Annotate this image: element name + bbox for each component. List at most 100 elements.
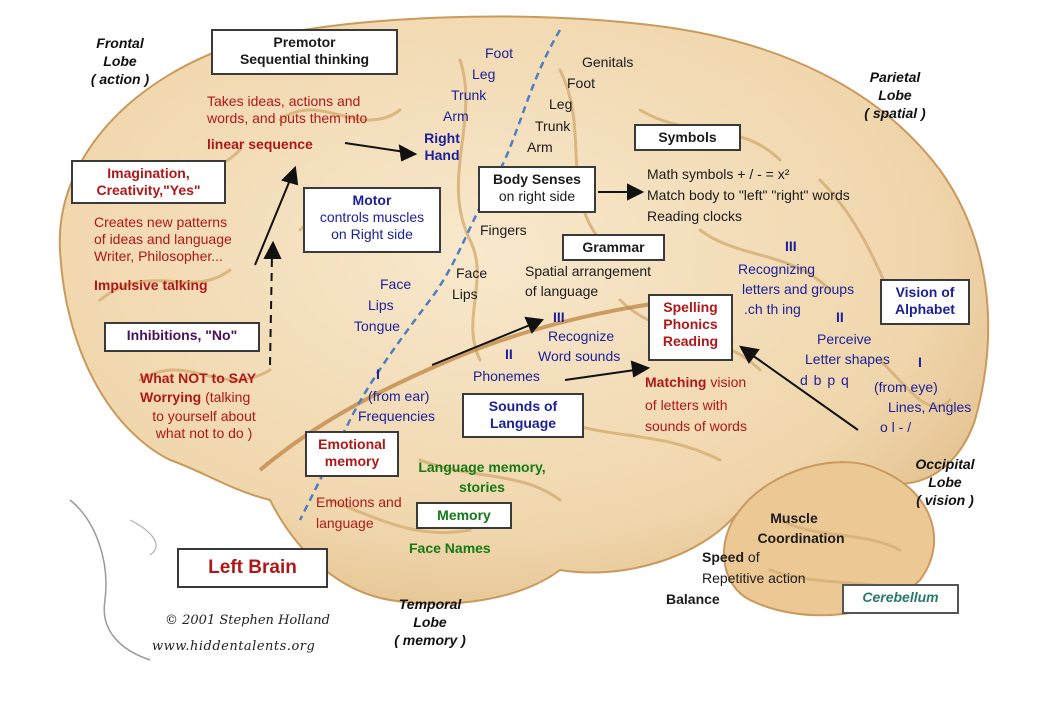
symbols-box: Symbols	[634, 124, 741, 151]
premotor-title: Premotor	[273, 34, 336, 50]
matching-description: of letters with sounds of words	[645, 395, 747, 437]
motor-trunk-label: Trunk	[451, 87, 487, 103]
right-hand-line-2: Hand	[424, 147, 460, 163]
speed-line: Speed of	[702, 549, 760, 566]
temporal-lobe-word: Lobe	[413, 614, 447, 630]
sensory-foot-label: Foot	[567, 75, 596, 91]
emotions-language-label: Emotions and language	[316, 492, 402, 534]
symbols-desc-line-2: Match body to "left" "right" words	[647, 187, 850, 203]
alphabet-title: Alphabet	[895, 301, 955, 317]
arrow-vision-to-spelling	[751, 354, 859, 431]
recognizing-line-2: letters and groups	[742, 281, 855, 297]
premotor-desc-line-1: Takes ideas, actions and	[207, 93, 361, 109]
auditory-area-iii: III	[553, 309, 565, 325]
recognize-word-sounds: Recognize Word sounds	[538, 326, 620, 366]
balance-label: Balance	[666, 591, 720, 607]
vision-title: Vision of	[895, 284, 955, 300]
letters-dbpq: d b p q	[800, 372, 850, 388]
linear-sequence-label: linear sequence	[207, 136, 313, 152]
inhibitions-box: Inhibitions, "No"	[104, 322, 260, 352]
motor-line-1: controls muscles	[319, 209, 425, 225]
sounds-title: Sounds of	[488, 398, 558, 414]
cerebellum-shape	[723, 461, 936, 617]
temporal-lobe-name: Temporal	[398, 596, 462, 612]
imagination-desc-line-2: of ideas and language	[94, 231, 232, 247]
grammar-desc-line-1: Spatial arrangement	[525, 263, 652, 279]
grammar-desc-line-2: of language	[525, 283, 599, 299]
parietal-lobe-label: Parietal Lobe ( spatial )	[840, 68, 950, 122]
arrow-to-spelling	[564, 369, 636, 381]
speed-label: Speed	[702, 549, 745, 565]
language-memory-line-2: stories	[459, 479, 505, 495]
copyright-label: © 2001 Stephen Holland	[165, 613, 330, 628]
temporal-lobe-function: ( memory )	[394, 632, 466, 648]
matching-desc-line-2: sounds of words	[645, 418, 747, 434]
frontal-lobe-name: Frontal	[96, 35, 144, 51]
visual-area-ii: II	[836, 309, 844, 325]
from-ear-line-1: (from ear)	[368, 388, 430, 404]
from-eye-description: (from eye) Lines, Angles o l - /	[874, 377, 971, 437]
worrying-description: to yourself about what not to do )	[140, 408, 268, 442]
spelling-box: Spelling Phonics Reading	[648, 294, 733, 361]
repetitive-action-label: Repetitive action	[702, 570, 806, 586]
website-label: www.hiddentalents.org	[152, 639, 316, 654]
frontal-lobe-function: ( action )	[90, 71, 150, 87]
right-hand-label: Right Hand	[418, 130, 466, 164]
auditory-area-i: I	[376, 366, 380, 382]
imagination-subtitle: Creativity,"Yes"	[96, 182, 201, 198]
recognizing-line-1: Recognizing	[738, 261, 816, 277]
arrow-inhibitions-dashed	[269, 254, 273, 366]
sensory-genitals-label: Genitals	[582, 54, 634, 70]
perceive-letters: Perceive Letter shapes	[805, 329, 890, 369]
auditory-area-ii: II	[505, 346, 513, 362]
matching-label: Matching	[645, 374, 707, 390]
memory-box: Memory	[416, 502, 512, 529]
sensory-arm-label: Arm	[527, 139, 553, 155]
matching-desc-line-1: of letters with	[645, 397, 728, 413]
occipital-lobe-name: Occipital	[915, 456, 975, 472]
memory-title: Memory	[437, 507, 491, 523]
face-profile	[69, 499, 151, 661]
recognize-label: Recognize	[548, 328, 615, 344]
arrows	[254, 142, 859, 431]
cerebellum-box: Cerebellum	[842, 584, 959, 614]
imagination-title: Imagination,	[107, 165, 190, 181]
right-hand-line-1: Right	[424, 130, 460, 146]
occipital-lobe-word: Lobe	[928, 474, 962, 490]
face-profile-nose	[129, 519, 157, 556]
recognizing-letters: Recognizing letters and groups .ch th in…	[738, 259, 854, 319]
imagination-desc-line-1: Creates new patterns	[94, 214, 228, 230]
symbols-description: Math symbols + / - = x² Match body to "l…	[647, 164, 850, 227]
imagination-desc-line-3: Writer, Philosopher...	[94, 248, 223, 264]
face-names-label: Face Names	[409, 540, 491, 556]
recognizing-line-3: .ch th ing	[744, 301, 801, 317]
sylvian-fissure	[258, 298, 681, 472]
from-eye-line-2: Lines, Angles	[888, 399, 972, 415]
muscle-line-2: Coordination	[757, 530, 845, 546]
frontal-lobe-label: Frontal Lobe ( action )	[70, 34, 170, 88]
left-brain-title: Left Brain	[208, 557, 297, 578]
symbols-desc-line-3: Reading clocks	[647, 208, 742, 224]
parietal-lobe-function: ( spatial )	[864, 105, 926, 121]
body-senses-title: Body Senses	[493, 171, 581, 187]
body-senses-subtitle: on right side	[498, 188, 576, 204]
from-ear-description: (from ear) Frequencies	[358, 386, 435, 426]
word-sounds-label: Word sounds	[538, 348, 621, 364]
motor-arm-label: Arm	[443, 108, 469, 124]
matching-line: Matching vision	[645, 374, 746, 391]
motor-box: Motor controls muscles on Right side	[303, 187, 441, 253]
arrow-to-right-hand	[344, 142, 406, 153]
emotions-line-2: language	[316, 515, 374, 531]
sensory-leg-label: Leg	[549, 96, 573, 112]
perceive-line-1: Perceive	[817, 331, 872, 347]
cerebellum-title: Cerebellum	[862, 589, 939, 605]
worrying-line: Worrying (talking	[140, 389, 250, 406]
arrow-to-premotor	[254, 179, 291, 266]
phonics-title: Phonics	[663, 316, 718, 332]
premotor-desc-line-2: words, and puts them into	[207, 110, 368, 126]
imagination-box: Imagination, Creativity,"Yes"	[71, 160, 226, 204]
imagination-description: Creates new patterns of ideas and langua…	[94, 214, 232, 265]
left-brain-box: Left Brain	[177, 548, 328, 588]
symbols-desc-line-1: Math symbols + / - = x²	[647, 166, 790, 182]
